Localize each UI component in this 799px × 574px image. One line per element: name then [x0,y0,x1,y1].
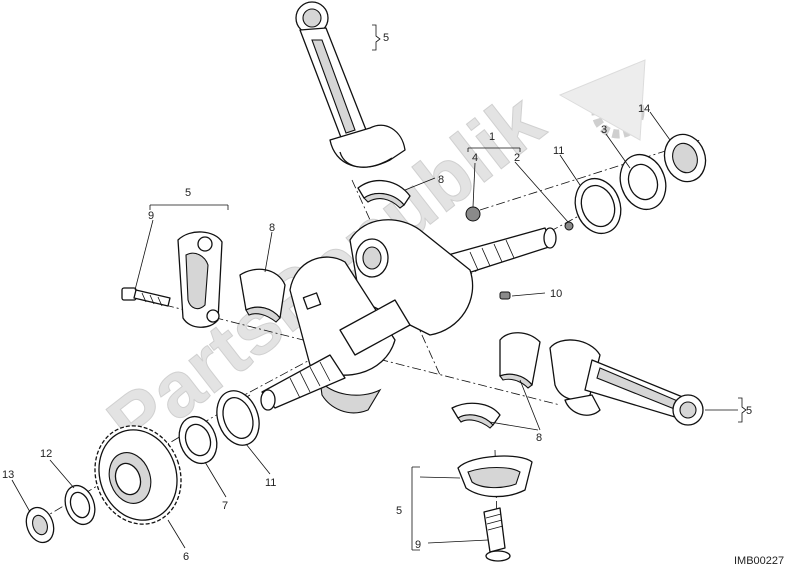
callout-11-left: 11 [265,477,276,489]
callout-labels: 5 8 5 9 8 1 4 2 11 3 14 10 5 8 5 9 11 7 … [2,32,752,563]
washer-3 [619,153,667,211]
callout-9-left: 9 [148,210,154,222]
callout-1: 1 [489,131,495,143]
bearing-shell-left [239,268,286,323]
callout-12: 12 [40,448,52,460]
drawing-code: IMB00227 [734,555,784,567]
shim-washer-11-left [216,390,260,446]
rod-bolt-bottom [483,507,511,562]
gear-6 [94,425,182,525]
rod-cap-bottom [457,455,533,498]
bearing-shell-bottom [451,402,501,429]
callout-4: 4 [472,152,478,164]
washer-12 [64,484,96,526]
callout-3: 3 [601,124,607,136]
callout-11-right: 11 [553,145,564,157]
watermark-flag-icon [558,59,646,141]
callout-5-left: 5 [185,187,191,199]
connecting-rod-top [295,1,406,168]
nut-13 [25,506,55,544]
callout-6: 6 [183,551,189,563]
rod-cap-left [177,231,223,328]
shim-washer-11-right [574,177,622,235]
callout-5-right: 5 [746,405,752,417]
callout-5-bottom: 5 [396,505,402,517]
connecting-rod-right [549,339,704,426]
callout-14: 14 [638,103,650,115]
callout-8-bottom: 8 [536,432,542,444]
bearing-shell-right [499,332,541,389]
callout-9-bottom: 9 [415,539,421,551]
rod-bolt-left [121,287,171,307]
washer-7 [178,415,218,465]
callout-2: 2 [514,152,520,164]
leader-lines [11,24,747,551]
bearing-shell-top [357,180,411,209]
crankshaft [260,206,574,414]
callout-10: 10 [550,288,562,300]
callout-8-left: 8 [269,222,275,234]
callout-13: 13 [2,469,14,481]
nut-14 [663,133,707,183]
callout-7: 7 [222,500,228,512]
callout-5-top: 5 [383,32,389,44]
callout-8-top: 8 [438,174,444,186]
